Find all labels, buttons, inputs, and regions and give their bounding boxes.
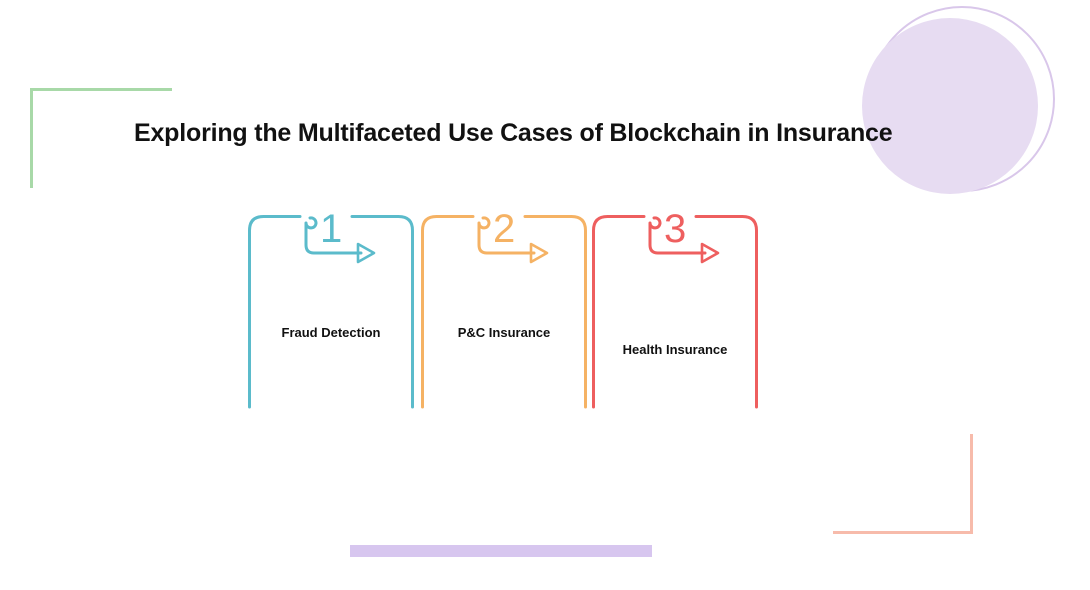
card-border-left [421, 215, 475, 409]
green-corner-bracket-icon [30, 88, 172, 188]
purple-filled-circle-icon [862, 18, 1038, 194]
purple-accent-bar [350, 545, 652, 557]
card-border-left [248, 215, 302, 409]
page-title: Exploring the Multifaceted Use Cases of … [134, 119, 893, 147]
card-border-right [694, 215, 758, 409]
arrow-head-icon [529, 242, 549, 264]
card-border-right [350, 215, 414, 409]
card-label: Fraud Detection [281, 325, 381, 340]
card-outline [248, 215, 414, 409]
card-outline [421, 215, 587, 409]
card-step-number: 3 [664, 207, 687, 251]
card-border-left [592, 215, 646, 409]
card-outline [592, 215, 758, 409]
card-step-number: 2 [493, 207, 516, 251]
salmon-corner-bracket-icon [833, 434, 973, 534]
card-label: Health Insurance [622, 342, 728, 357]
card-border-right [523, 215, 587, 409]
arrow-head-icon [700, 242, 720, 264]
hook-connector-icon [648, 216, 707, 255]
hook-connector-icon [477, 216, 536, 255]
card-step-number: 1 [320, 207, 343, 251]
hook-connector-icon [304, 216, 363, 255]
card-label: P&C Insurance [457, 325, 551, 340]
arrow-head-icon [356, 242, 376, 264]
